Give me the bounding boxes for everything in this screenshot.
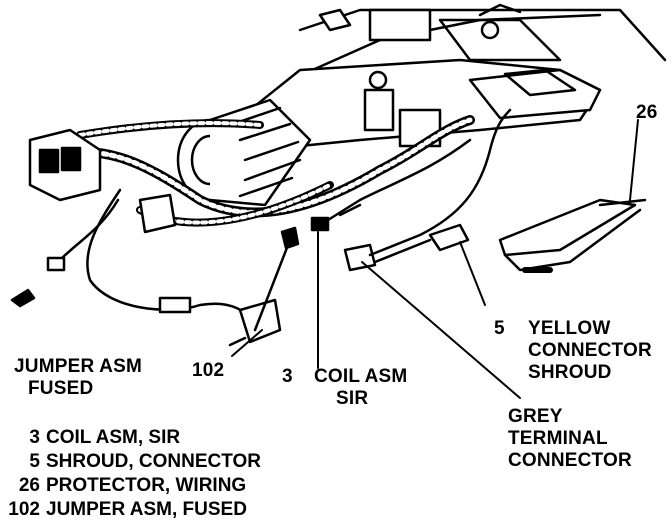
callout-yellow-connector-shroud: YELLOW CONNECTOR SHROUD bbox=[528, 318, 652, 384]
legend-text: SHROUD, CONNECTOR bbox=[46, 451, 261, 472]
legend-number: 5 bbox=[29, 451, 40, 472]
coil-asm-wire bbox=[310, 138, 472, 232]
legend-text: COIL ASM, SIR bbox=[46, 427, 181, 448]
legend-row: 102 JUMPER ASM, FUSED bbox=[0, 498, 261, 522]
callout-coil-line2: SIR bbox=[336, 388, 369, 409]
callout-grey-line2: TERMINAL bbox=[508, 428, 608, 449]
callout-shroud-line1: YELLOW bbox=[528, 318, 611, 339]
callout-grey-line1: GREY bbox=[508, 406, 563, 427]
callout-shroud-number: 5 bbox=[494, 318, 505, 339]
callout-grey-line3: CONNECTOR bbox=[508, 450, 632, 471]
parts-legend: 3 COIL ASM, SIR 5 SHROUD, CONNECTOR 26 PROT… bbox=[0, 426, 261, 522]
legend-number: 3 bbox=[29, 427, 40, 448]
legend-number: 26 bbox=[18, 475, 40, 496]
callout-coil-line1: COIL ASM bbox=[314, 366, 408, 387]
legend-text: PROTECTOR, WIRING bbox=[46, 475, 247, 496]
callout-grey-terminal-connector: GREY TERMINAL CONNECTOR bbox=[508, 406, 632, 472]
grey-terminal-connector bbox=[343, 108, 512, 272]
callout-shroud-line3: SHROUD bbox=[528, 362, 612, 383]
callout-26: 26 bbox=[636, 102, 658, 123]
callout-102: 102 bbox=[192, 360, 225, 381]
steering-column-body bbox=[248, 3, 667, 152]
callout-coil-asm-sir: COIL ASM SIR bbox=[314, 366, 407, 410]
legend-number: 102 bbox=[8, 499, 40, 520]
callout-coil-number: 3 bbox=[282, 366, 293, 387]
callout-shroud-line2: CONNECTOR bbox=[528, 340, 652, 361]
callout-jumper-asm-fused: JUMPER ASM FUSED bbox=[14, 356, 142, 400]
callout-jumper-line2: FUSED bbox=[28, 378, 94, 399]
wiring-protector-26 bbox=[498, 198, 647, 273]
legend-row: 5 SHROUD, CONNECTOR bbox=[0, 450, 261, 474]
left-connector-block bbox=[28, 128, 177, 234]
leader-lines bbox=[231, 119, 639, 399]
callout-jumper-line1: JUMPER ASM bbox=[14, 356, 142, 377]
legend-row: 3 COIL ASM, SIR bbox=[0, 426, 261, 450]
legend-row: 26 PROTECTOR, WIRING bbox=[0, 474, 261, 498]
legend-text: JUMPER ASM, FUSED bbox=[46, 499, 247, 520]
jumper-wire-102 bbox=[10, 188, 300, 347]
